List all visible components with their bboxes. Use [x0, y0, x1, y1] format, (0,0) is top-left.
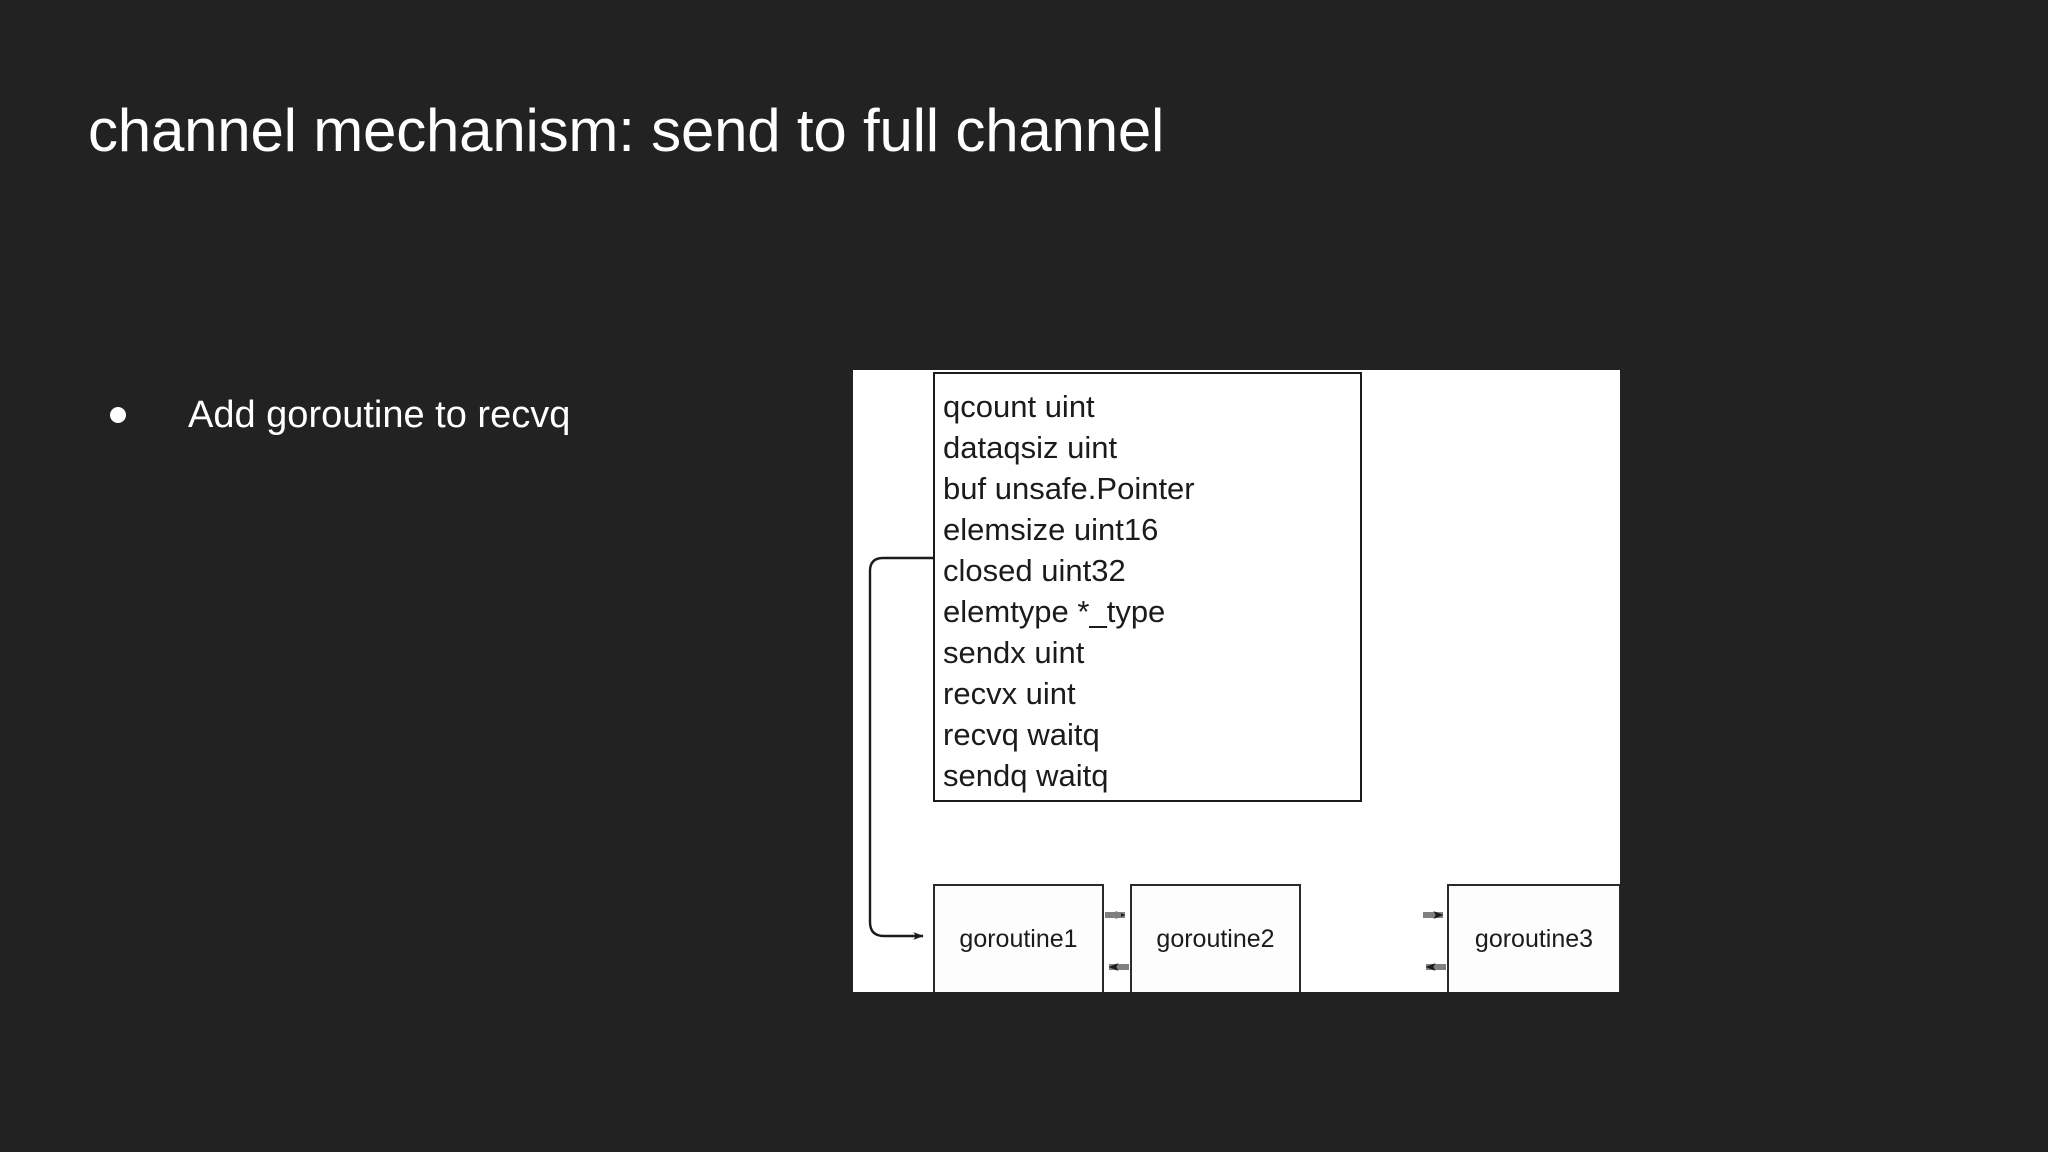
struct-field: closed uint32 — [943, 553, 1126, 588]
bullet-list: Add goroutine to recvq — [100, 390, 800, 458]
struct-field: elemsize uint16 — [943, 512, 1159, 547]
goroutine-label: goroutine1 — [959, 924, 1078, 953]
bullet-dot-icon — [110, 407, 126, 423]
goroutine-label: goroutine3 — [1474, 924, 1594, 953]
recvq-to-goroutine1-path — [868, 556, 933, 940]
struct-field: elemtype *_type — [943, 594, 1166, 629]
goroutine-box-3: goroutine3 — [1447, 884, 1620, 992]
struct-field: sendx uint — [943, 635, 1085, 670]
goroutine-box-1: goroutine1 — [933, 884, 1104, 992]
channel-diagram-panel: qcount uint dataqsiz uint buf unsafe.Poi… — [853, 370, 1620, 992]
struct-field: qcount uint — [943, 389, 1095, 424]
struct-field: sendq waitq — [943, 758, 1109, 793]
page-title: channel mechanism: send to full channel — [88, 97, 1165, 164]
struct-field: recvq waitq — [943, 717, 1100, 752]
list-item: Add goroutine to recvq — [100, 390, 800, 440]
goroutine-label: goroutine2 — [1156, 924, 1275, 953]
bullet-item-label: Add goroutine to recvq — [188, 394, 571, 436]
hchan-struct-box: qcount uint dataqsiz uint buf unsafe.Poi… — [933, 372, 1362, 802]
struct-field: buf unsafe.Pointer — [943, 471, 1195, 506]
struct-field: dataqsiz uint — [943, 430, 1118, 465]
goroutine-box-2: goroutine2 — [1130, 884, 1301, 992]
struct-field: recvx uint — [943, 676, 1076, 711]
